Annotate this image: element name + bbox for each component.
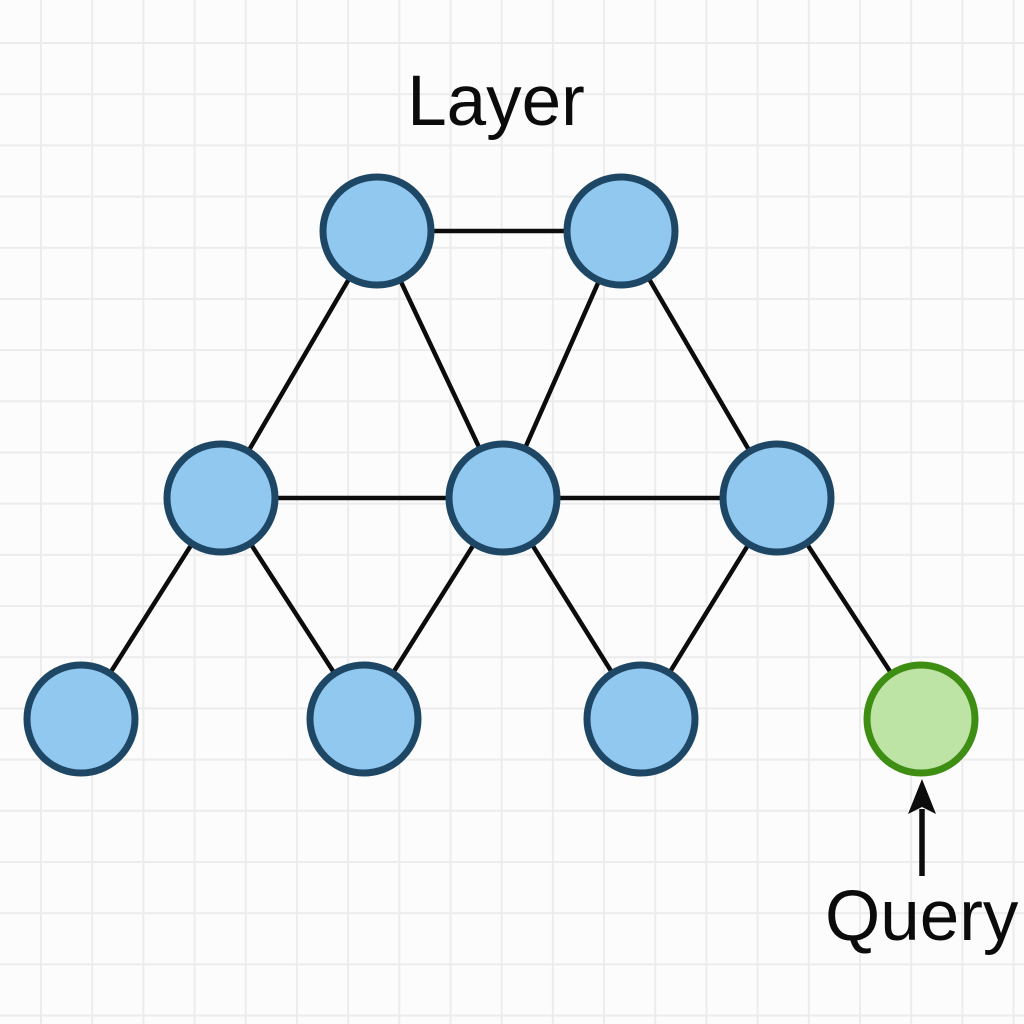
layer-label: Layer bbox=[407, 62, 585, 141]
layer-node-mid-2 bbox=[445, 440, 561, 556]
query-node bbox=[863, 661, 979, 777]
layer-node-mid-1 bbox=[163, 440, 279, 556]
layer-node-mid-3 bbox=[719, 440, 835, 556]
layer-node-top-1 bbox=[319, 173, 435, 289]
layer-node-bottom-3 bbox=[583, 661, 699, 777]
layer-node-bottom-2 bbox=[306, 661, 422, 777]
query-arrow-up-icon bbox=[908, 779, 936, 814]
query-label: Query bbox=[825, 877, 1019, 956]
layer-node-top-2 bbox=[563, 173, 679, 289]
layer-node-bottom-1 bbox=[23, 661, 139, 777]
